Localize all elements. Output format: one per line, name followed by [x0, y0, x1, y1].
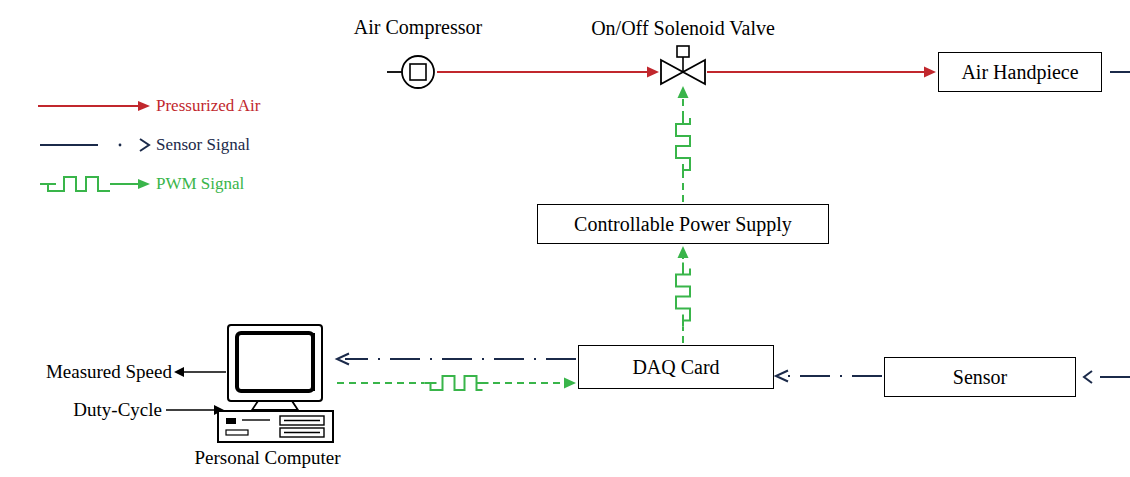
arrow-chevron	[337, 354, 349, 365]
arrow-head	[564, 378, 576, 389]
process-box: Controllable Power Supply	[537, 204, 829, 244]
drawing-stroke	[676, 263, 690, 327]
connector-line	[707, 71, 928, 73]
connector-line	[437, 71, 651, 73]
signal-line	[1110, 71, 1130, 73]
drawing-stroke	[226, 418, 236, 424]
signal-line	[1096, 376, 1130, 378]
actuator-symbol	[677, 46, 689, 57]
signal-connector	[337, 354, 576, 365]
box-label: Controllable Power Supply	[574, 213, 792, 236]
connector-line	[345, 358, 576, 360]
arrow-head	[678, 86, 689, 98]
tower-illustration	[218, 411, 333, 442]
legend-text: Sensor Signal	[156, 135, 250, 155]
signal-connector	[337, 372, 576, 394]
box-label: Air Handpiece	[961, 61, 1078, 84]
symbol-label: Personal Computer	[194, 447, 340, 469]
legend-text: PWM Signal	[156, 174, 244, 194]
signal-connector	[672, 246, 694, 343]
drawing-stroke	[676, 112, 690, 176]
arrow-head	[647, 67, 659, 78]
legend-sample	[36, 172, 152, 196]
drawing-stroke	[280, 416, 324, 425]
legend-sample	[36, 133, 152, 157]
drawing-stroke	[237, 333, 313, 391]
drawing-stroke	[242, 419, 270, 420]
legend-row: Pressurized Air	[36, 86, 260, 125]
signal-connector	[776, 371, 882, 382]
drawing-stroke	[410, 64, 426, 80]
legend-row: PWM Signal	[36, 164, 260, 203]
drawing-stroke	[284, 420, 320, 421]
legend-sample	[36, 94, 152, 118]
drawing-stroke	[682, 57, 684, 72]
computer-node: Personal Computer	[200, 322, 335, 444]
drawing-stroke	[672, 263, 694, 327]
process-box: DAQ Card	[578, 345, 774, 389]
drawing-stroke	[683, 60, 705, 84]
arrow-head	[678, 246, 689, 258]
monitor-illustration	[228, 325, 322, 401]
compressor-symbol	[402, 56, 434, 88]
leader-arrow	[182, 371, 226, 373]
connector-line	[784, 375, 882, 377]
signal-connector	[437, 67, 659, 78]
arrow-chevron	[1084, 371, 1092, 383]
drawing-stroke	[226, 430, 248, 435]
leader-arrow	[166, 409, 216, 411]
signal-connector	[672, 86, 694, 202]
valve-node: On/Off Solenoid Valve	[661, 60, 705, 84]
drawing-stroke	[672, 112, 694, 176]
drawing-stroke	[280, 428, 324, 437]
drawing-stroke	[252, 401, 298, 410]
legend-text: Pressurized Air	[156, 96, 260, 116]
process-box: Air Handpiece	[938, 52, 1102, 92]
arrow-head	[174, 367, 184, 377]
process-box: Sensor	[884, 357, 1076, 397]
drawing-stroke	[312, 333, 315, 391]
legend-row: Sensor Signal	[36, 125, 260, 164]
pwm-glyph	[672, 263, 694, 327]
drawing-stroke	[284, 432, 320, 433]
compressor-symbol	[401, 55, 435, 89]
drawing-stroke	[425, 376, 489, 390]
box-label: Sensor	[953, 366, 1007, 389]
valve-symbol	[661, 60, 683, 84]
symbol-label: Air Compressor	[354, 16, 482, 39]
io-label: Measured Speed	[46, 361, 172, 383]
arrow-chevron	[776, 371, 788, 382]
computer-illustration	[200, 322, 335, 444]
drawing-stroke	[387, 71, 402, 73]
arrow-head	[924, 67, 936, 78]
valve-symbol	[661, 60, 705, 84]
symbol-label: On/Off Solenoid Valve	[591, 17, 775, 40]
pwm-glyph	[425, 372, 489, 394]
drawing-stroke	[425, 372, 489, 394]
io-label: Duty-Cycle	[73, 399, 162, 421]
legend: Pressurized Air Sensor Signal PWM Signal	[36, 86, 260, 203]
pwm-glyph	[672, 112, 694, 176]
compressor-node: Air Compressor	[401, 55, 435, 89]
box-label: DAQ Card	[632, 356, 719, 379]
signal-connector	[707, 67, 936, 78]
